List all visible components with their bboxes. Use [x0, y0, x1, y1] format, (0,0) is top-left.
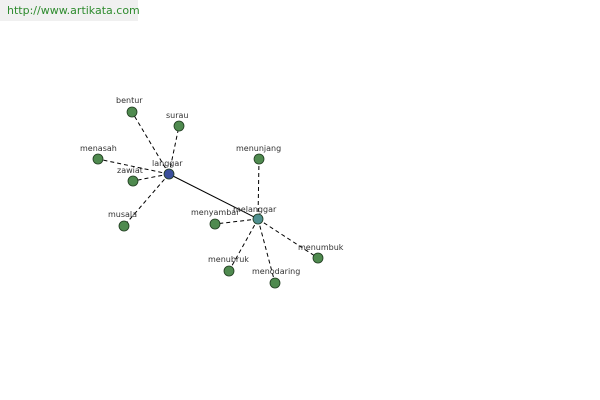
node-label-menyambar: menyambar — [191, 208, 240, 217]
node-menodaring[interactable]: menodaring — [252, 267, 300, 289]
edge-melanggar-menumbuk — [257, 218, 319, 259]
node-langgar[interactable]: langgar — [152, 159, 183, 180]
edge-melanggar-menubruk — [228, 218, 259, 272]
node-label-menunjang: menunjang — [236, 144, 281, 153]
edge-langgar-bentur — [131, 111, 170, 175]
node-bentur[interactable]: bentur — [116, 96, 143, 118]
node-label-menubruk: menubruk — [208, 255, 249, 264]
node-dot-surau[interactable] — [173, 120, 185, 132]
node-dot-menodaring[interactable] — [269, 277, 281, 289]
node-menasah[interactable]: menasah — [80, 144, 117, 165]
watermark-url[interactable]: http://www.artikata.com — [0, 0, 140, 21]
node-label-menodaring: menodaring — [252, 267, 300, 276]
node-dot-zawiat[interactable] — [127, 175, 139, 187]
node-menubruk[interactable]: menubruk — [208, 255, 249, 277]
node-dot-musala[interactable] — [118, 220, 130, 232]
node-dot-menasah[interactable] — [92, 153, 104, 165]
node-menunjang[interactable]: menunjang — [236, 144, 281, 165]
node-menyambar[interactable]: menyambar — [191, 208, 240, 230]
node-dot-menumbuk[interactable] — [312, 252, 324, 264]
edge-langgar-menasah — [97, 158, 170, 175]
node-musala[interactable]: musala — [108, 210, 137, 232]
edge-melanggar-menunjang — [257, 158, 260, 220]
node-dot-menyambar[interactable] — [209, 218, 221, 230]
node-label-zawiat: zawiat — [117, 166, 143, 175]
node-surau[interactable]: surau — [166, 111, 189, 132]
node-label-bentur: bentur — [116, 96, 143, 105]
edge-langgar-zawiat — [132, 173, 170, 182]
node-label-langgar: langgar — [152, 159, 183, 168]
edge-langgar-surau — [168, 125, 180, 175]
node-menumbuk[interactable]: menumbuk — [298, 243, 344, 264]
node-melanggar[interactable]: melanggar — [233, 205, 277, 225]
node-dot-bentur[interactable] — [126, 106, 138, 118]
nodes-layer: langgar melanggar bentur surau menasah zawiat… — [80, 96, 344, 289]
edge-langgar-melanggar — [168, 173, 259, 220]
node-dot-menunjang[interactable] — [253, 153, 265, 165]
node-label-musala: musala — [108, 210, 137, 219]
edge-melanggar-menyambar — [214, 218, 259, 225]
node-label-menumbuk: menumbuk — [298, 243, 344, 252]
node-label-melanggar: melanggar — [233, 205, 277, 214]
node-label-surau: surau — [166, 111, 189, 120]
node-dot-melanggar[interactable] — [252, 213, 264, 225]
node-zawiat[interactable]: zawiat — [117, 166, 143, 187]
node-label-menasah: menasah — [80, 144, 117, 153]
node-dot-menubruk[interactable] — [223, 265, 235, 277]
edge-langgar-musala — [123, 173, 170, 227]
edges-layer — [97, 111, 319, 284]
node-dot-langgar[interactable] — [163, 168, 175, 180]
